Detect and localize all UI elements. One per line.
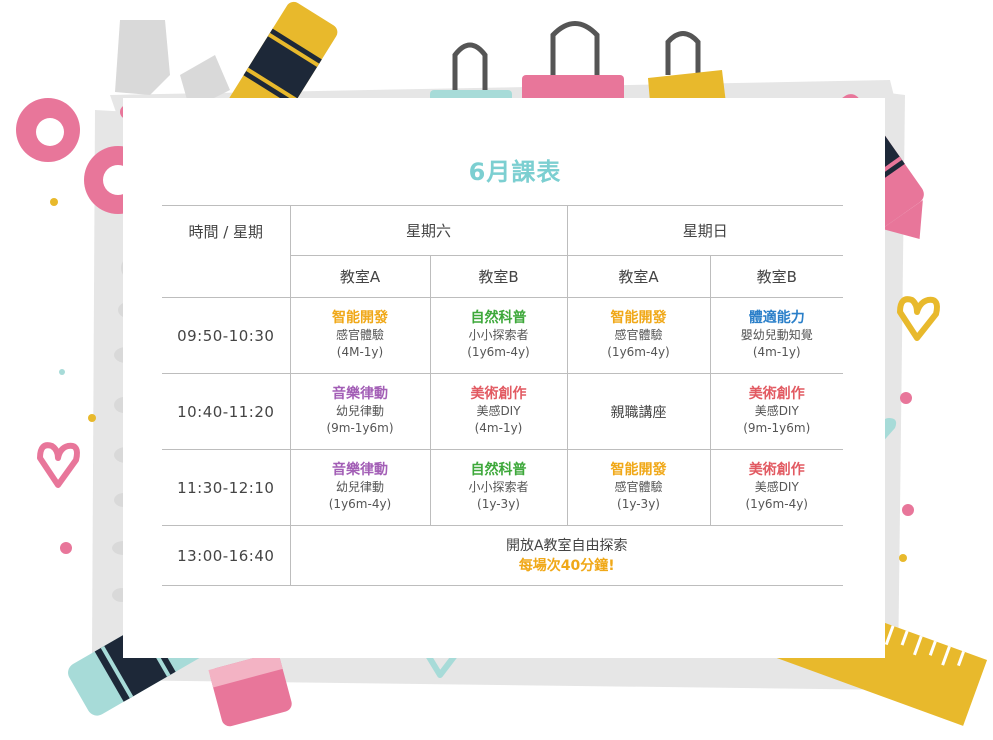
class-cell: 美術創作 美感DIY (1y6m-4y) [709,449,843,526]
class-name: 智能開發 [610,310,667,326]
age-range: (1y6m-4y) [328,497,392,511]
class-name: 音樂律動 [332,462,388,478]
table-row: 09:50-10:30 智能開發 感官體驗 (4M-1y) 自然科普 小小探索者… [162,297,843,374]
age-range: (1y6m-4y) [607,345,670,359]
class-subtitle: 感官體驗 [614,328,663,342]
eraser-icon [208,651,292,727]
class-cell: 親職講座 [566,373,711,450]
room-header: 教室A [566,255,711,298]
class-name: 美術創作 [748,386,805,402]
class-subtitle: 小小探索者 [468,480,529,494]
class-cell: 自然科普 小小探索者 (1y-3y) [429,449,568,526]
age-range: (9m-1y6m) [743,421,811,435]
class-subtitle: 美感DIY [754,480,799,494]
class-cell: 體適能力 嬰幼兒動知覺 (4m-1y) [709,297,843,374]
table-row: 11:30-12:10 音樂律動 幼兒律動 (1y6m-4y) 自然科普 小小探… [162,449,843,526]
class-name: 智能開發 [610,462,667,478]
room-header-row: 教室A 教室B 教室A 教室B [162,255,843,298]
corner-header: 時間 / 星期 [162,205,291,298]
class-subtitle: 感官體驗 [335,328,384,342]
class-cell: 智能開發 感官體驗 (4M-1y) [289,297,431,374]
time-slot: 09:50-10:30 [162,297,291,374]
day-header-saturday: 星期六 [289,205,568,256]
day-header-row: 時間 / 星期 星期六 星期日 [162,205,843,298]
age-range: (4M-1y) [336,345,384,359]
class-cell: 音樂律動 幼兒律動 (1y6m-4y) [289,449,431,526]
age-range: (1y6m-4y) [745,497,809,511]
page-title: 6月課表 [468,158,562,186]
class-cell: 自然科普 小小探索者 (1y6m-4y) [429,297,568,374]
class-cell: 美術創作 美感DIY (4m-1y) [429,373,568,450]
class-name: 音樂律動 [332,386,388,402]
class-cell: 智能開發 感官體驗 (1y6m-4y) [566,297,711,374]
class-name: 智能開發 [332,310,388,326]
class-cell: 智能開發 感官體驗 (1y-3y) [566,449,711,526]
class-name: 自然科普 [470,310,527,326]
class-subtitle: 感官體驗 [614,480,663,494]
class-name: 自然科普 [470,462,527,478]
age-range: (1y6m-4y) [467,345,530,359]
schedule-table: 時間 / 星期 星期六 星期日 教室A 教室B 教室A 教室B 09:50-10… [162,205,843,586]
time-slot: 10:40-11:20 [162,373,291,450]
class-subtitle: 美感DIY [754,404,799,418]
class-cell: 美術創作 美感DIY (9m-1y6m) [709,373,843,450]
class-subtitle: 美感DIY [476,404,521,418]
age-range: (9m-1y6m) [326,421,394,435]
table-row: 10:40-11:20 音樂律動 幼兒律動 (9m-1y6m) 美術創作 美感D… [162,373,843,450]
age-range: (1y-3y) [477,497,520,511]
time-slot: 11:30-12:10 [162,449,291,526]
room-header: 教室B [709,255,843,298]
session-length-note: 每場次40分鐘! [518,557,615,574]
class-cell: 音樂律動 幼兒律動 (9m-1y6m) [289,373,431,450]
room-header: 教室A [290,255,431,298]
class-subtitle: 小小探索者 [468,328,529,342]
age-range: (1y-3y) [617,497,660,511]
class-subtitle: 嬰幼兒動知覺 [740,328,813,342]
open-exploration-text: 開放A教室自由探索 [505,537,628,554]
day-header-sunday: 星期日 [566,205,843,256]
class-name: 美術創作 [470,386,527,402]
class-name: 美術創作 [748,462,805,478]
age-range: (4m-1y) [474,421,523,435]
time-slot: 13:00-16:40 [162,525,291,586]
open-exploration-cell: 開放A教室自由探索 每場次40分鐘! [289,525,843,586]
class-name: 體適能力 [748,310,805,326]
class-subtitle: 幼兒律動 [335,404,384,418]
table-row: 13:00-16:40 開放A教室自由探索 每場次40分鐘! [162,525,843,586]
room-header: 教室B [429,255,568,298]
class-subtitle: 幼兒律動 [335,480,384,494]
age-range: (4m-1y) [752,345,801,359]
